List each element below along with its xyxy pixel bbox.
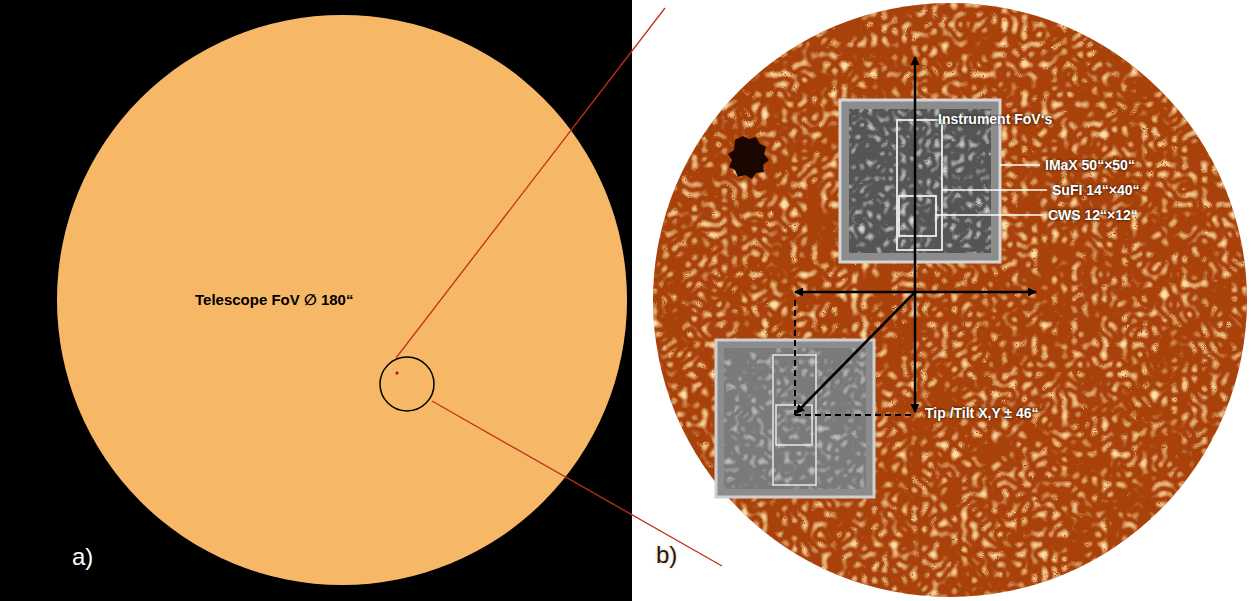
- panel-letter: a): [72, 543, 93, 571]
- tip-tilt-label: Tip /Tilt X,Y ± 46“: [925, 405, 1039, 421]
- fov-label: Telescope FoV ∅ 180“: [195, 291, 353, 309]
- telescope-disc: Telescope FoV ∅ 180“: [57, 15, 627, 585]
- instrument-label: CWS 12“×12“: [1048, 207, 1138, 223]
- panel-letter: b): [656, 541, 677, 569]
- instrument-heading: Instrument FoV‘s: [938, 111, 1052, 127]
- instrument-label: IMaX 50“×50“: [1045, 157, 1135, 173]
- instrument-label: SuFI 14“×40“: [1052, 182, 1140, 198]
